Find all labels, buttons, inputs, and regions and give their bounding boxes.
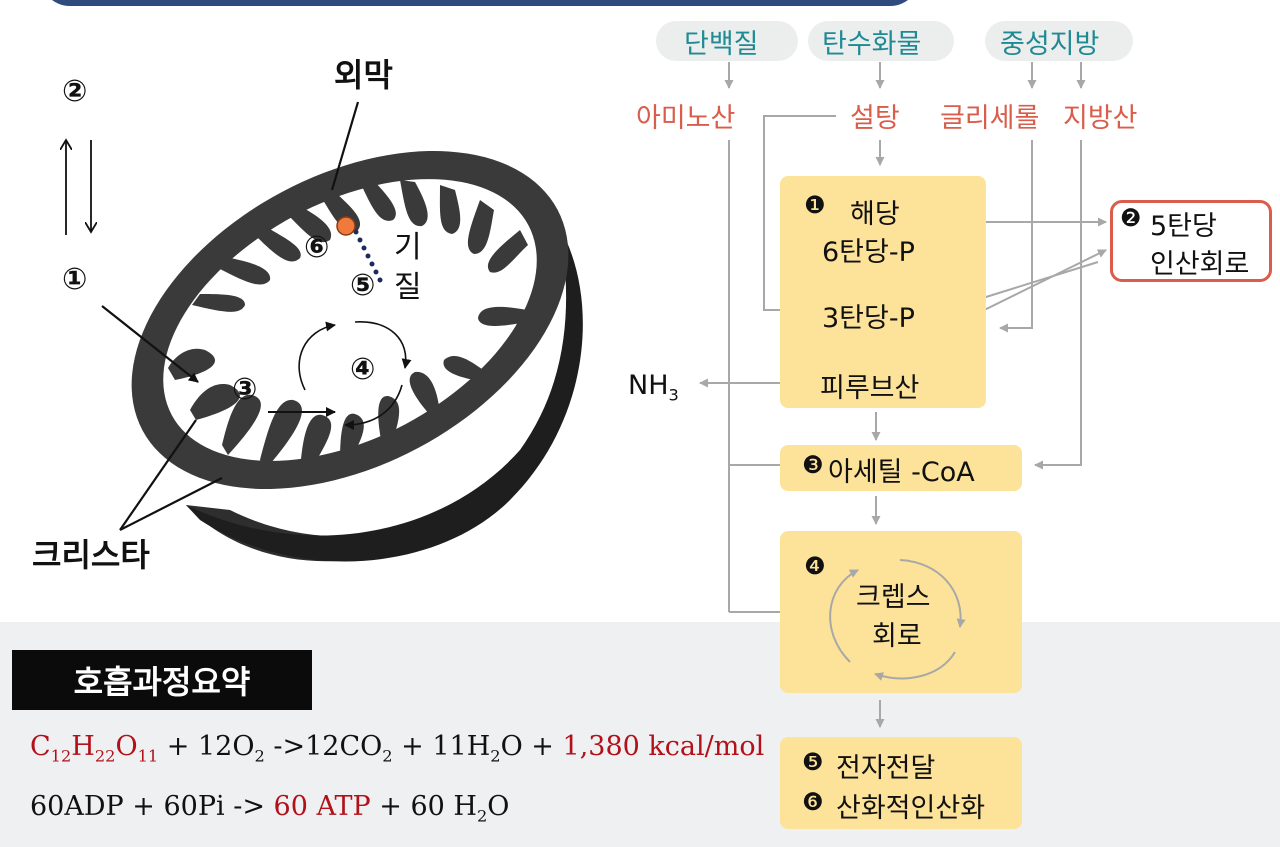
electron-transport: 전자전달 [836, 746, 935, 785]
label-num-2: ② [62, 74, 87, 109]
glycolysis-num: ❶ [804, 191, 826, 219]
label-num-3: ③ [232, 372, 257, 407]
input-protein: 단백질 [684, 22, 759, 61]
product-glycerol: 글리세롤 [940, 96, 1039, 135]
hexose-phosphate: 6탄당-P [822, 230, 915, 269]
acetyl-coa: 아세틸 -CoA [828, 450, 975, 489]
input-fat: 중성지방 [1000, 22, 1099, 61]
krebs-line2: 회로 [872, 614, 922, 653]
product-amino-acid: 아미노산 [636, 96, 735, 135]
oxidative-phosphorylation: 산화적인산화 [836, 786, 985, 825]
glycolysis-label: 해당 [850, 192, 900, 231]
etc-num: ❺ [802, 748, 824, 776]
label-cristae: 크리스타 [32, 530, 150, 576]
ammonia: NH3 [628, 370, 679, 404]
pyruvate: 피루브산 [820, 366, 919, 405]
product-fatty-acid: 지방산 [1063, 96, 1138, 135]
label-matrix-1: 기 [394, 222, 422, 266]
label-num-6: ⑥ [304, 230, 329, 265]
krebs-num: ❹ [804, 552, 826, 580]
label-num-5: ⑤ [350, 268, 375, 303]
acetyl-num: ❸ [802, 451, 824, 479]
equation-glucose: C12H22O11 + 12O2 ->12CO2 + 11H2O + 1,380… [30, 731, 764, 765]
updown-arrows [66, 140, 91, 235]
label-num-1: ① [62, 262, 87, 297]
label-num-4: ④ [350, 352, 375, 387]
triose-phosphate: 3탄당-P [822, 296, 915, 335]
ppp-num: ❷ [1120, 204, 1142, 232]
oxphos-num: ❻ [802, 788, 824, 816]
summary-title: 호흡과정요약 [12, 650, 312, 710]
ppp-line2: 인산회로 [1150, 242, 1249, 281]
label-matrix-2: 질 [394, 262, 422, 306]
atp-synthase-knob [337, 217, 355, 235]
krebs-line1: 크렙스 [856, 575, 931, 614]
mitochondrion-illustration [66, 82, 626, 562]
input-carbohydrate: 탄수화물 [822, 22, 921, 61]
product-sugar: 설탕 [850, 96, 900, 135]
label-outer-membrane: 외막 [334, 50, 393, 96]
ppp-line1: 5탄당 [1150, 204, 1217, 243]
equation-atp: 60ADP + 60Pi -> 60 ATP + 60 H2O [30, 791, 509, 825]
